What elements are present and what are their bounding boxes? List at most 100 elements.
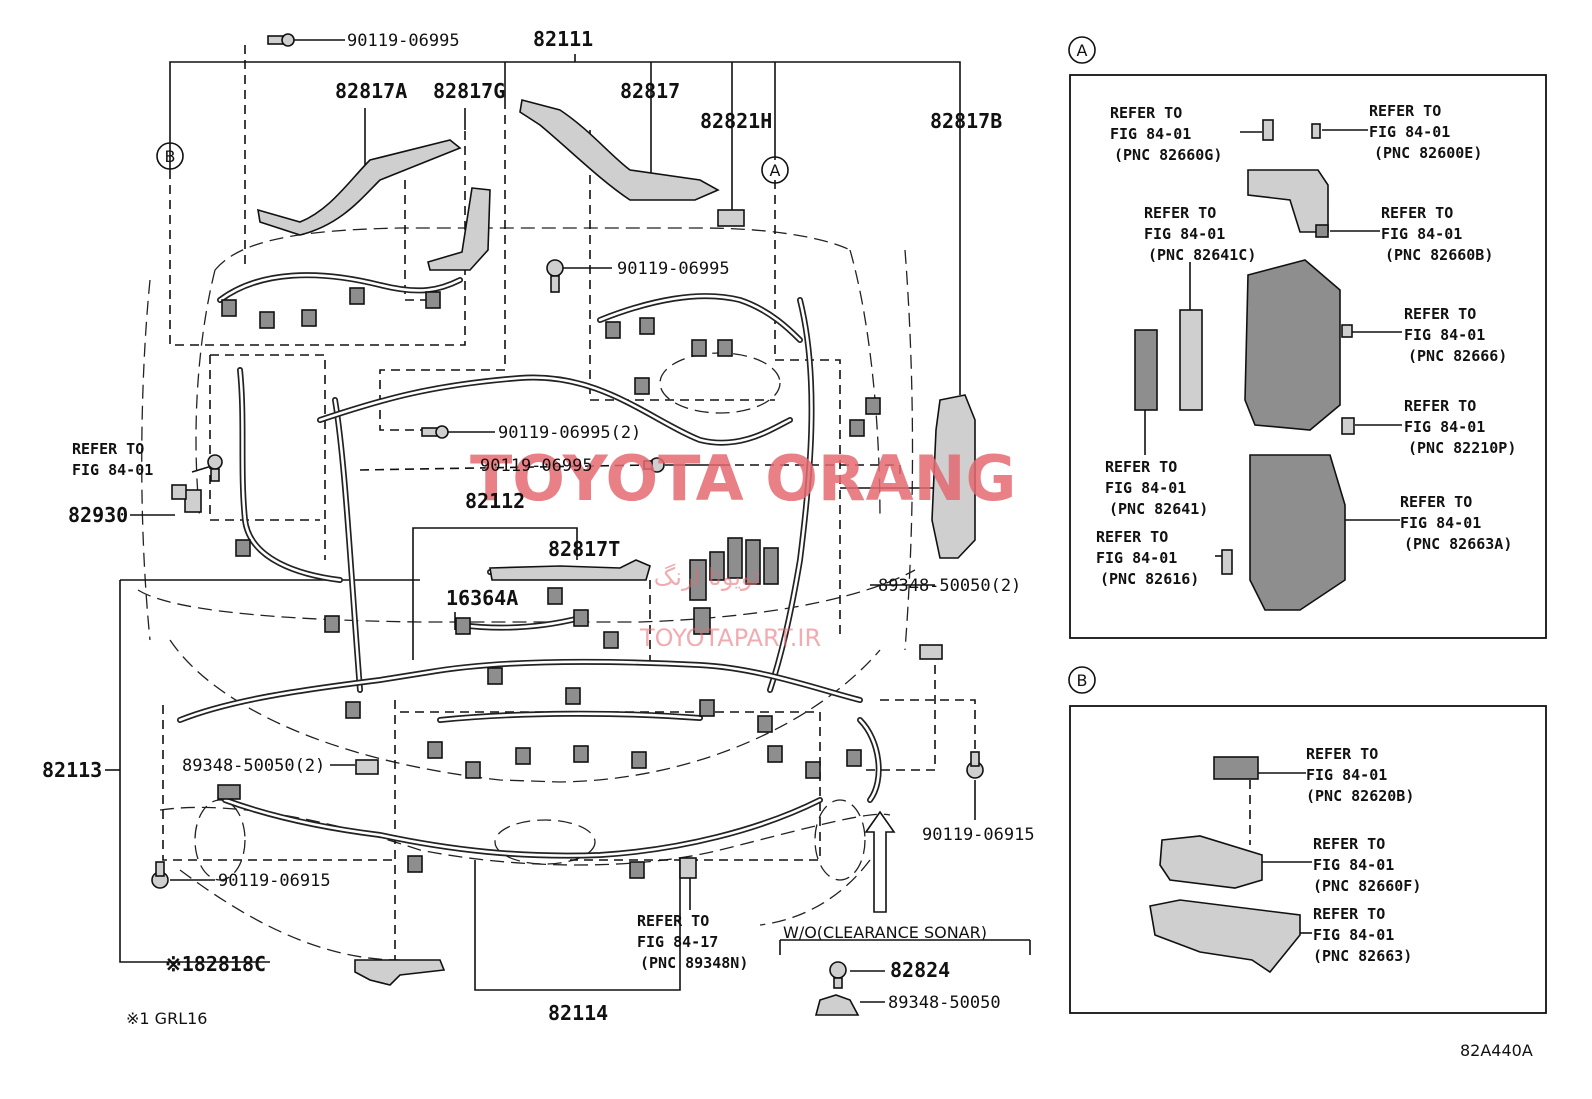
svg-text:(PNC 82666): (PNC 82666) (1408, 347, 1507, 365)
main-refer-left: REFER TO FIG 84-01 (72, 440, 153, 479)
part-label-82821H: 82821H (700, 109, 772, 133)
svg-text:89348-50050(2): 89348-50050(2) (878, 576, 1021, 596)
svg-text:REFER TO: REFER TO (637, 912, 709, 930)
svg-text:REFER TO: REFER TO (1404, 397, 1476, 415)
svg-text:89348-50050(2): 89348-50050(2) (182, 756, 325, 776)
svg-text:REFER TO: REFER TO (1313, 835, 1385, 853)
svg-text:90119-06915: 90119-06915 (218, 871, 331, 891)
inset-a-ref-82660B: REFER TO FIG 84-01 (PNC 82660B) (1381, 204, 1493, 264)
bolt-icon (966, 751, 984, 779)
svg-text:REFER TO: REFER TO (1400, 493, 1472, 511)
footnote: ※1 GRL16 (126, 1009, 207, 1028)
svg-text:FIG 84-01: FIG 84-01 (1313, 856, 1394, 874)
harness-protectors (171, 99, 976, 986)
svg-text:REFER TO: REFER TO (1096, 528, 1168, 546)
inset-a-ref-82641C: REFER TO FIG 84-01 (PNC 82641C) (1144, 204, 1256, 264)
part-label-82817T: 82817T (548, 537, 620, 561)
inset-a-ref-82210P: REFER TO FIG 84-01 (PNC 82210P) (1404, 397, 1516, 457)
part-label-82114: 82114 (548, 1001, 608, 1025)
svg-text:تویوتا ارنگ: تویوتا ارنگ (654, 563, 760, 591)
svg-text:REFER TO: REFER TO (1313, 905, 1385, 923)
fastener-labels: 90119-06995 90119-06995 90119-06995(2) 9… (182, 31, 1035, 1013)
svg-text:A: A (1077, 41, 1088, 60)
part-labels: 82111 82817A 82817G 82817 82821H 82817B … (42, 27, 1002, 1025)
svg-text:FIG 84-01: FIG 84-01 (1400, 514, 1481, 532)
svg-text:REFER TO: REFER TO (1144, 204, 1216, 222)
inset-a-ref-82600E: REFER TO FIG 84-01 (PNC 82600E) (1369, 102, 1482, 162)
bolt-icon (267, 33, 295, 47)
inset-b: B REFER TO FIG 84-01 (PNC 82620B) REFER TO… (1068, 666, 1547, 1014)
svg-text:FIG 84-01: FIG 84-01 (1096, 549, 1177, 567)
part-label-82817A: 82817A (335, 79, 407, 103)
svg-text:FIG 84-01: FIG 84-01 (1381, 225, 1462, 243)
callout-b: B (156, 142, 184, 170)
svg-text:B: B (1077, 671, 1088, 690)
svg-text:REFER TO: REFER TO (72, 440, 144, 458)
svg-text:(PNC 82616): (PNC 82616) (1100, 570, 1199, 588)
svg-text:FIG 84-01: FIG 84-01 (1306, 766, 1387, 784)
without-clearance-sonar-label: W/O(CLEARANCE SONAR) (783, 923, 987, 942)
svg-text:89348-50050: 89348-50050 (888, 993, 1001, 1013)
svg-text:FIG 84-01: FIG 84-01 (1144, 225, 1225, 243)
svg-text:(PNC 82660B): (PNC 82660B) (1385, 246, 1493, 264)
svg-text:TOYOTAPART.IR: TOYOTAPART.IR (639, 624, 821, 652)
part-label-82113: 82113 (42, 758, 102, 782)
svg-text:(PNC 82663A): (PNC 82663A) (1404, 535, 1512, 553)
svg-text:FIG 84-01: FIG 84-01 (1110, 125, 1191, 143)
svg-text:REFER TO: REFER TO (1369, 102, 1441, 120)
callout-a: A (761, 156, 789, 184)
svg-text:(PNC 82641): (PNC 82641) (1109, 500, 1208, 518)
inset-b-ref-82660F: REFER TO FIG 84-01 (PNC 82660F) (1313, 835, 1421, 895)
svg-text:FIG 84-01: FIG 84-01 (1369, 123, 1450, 141)
bolt-icon (643, 457, 665, 473)
svg-text:(PNC 89348N): (PNC 89348N) (640, 954, 748, 972)
svg-text:(PNC 82210P): (PNC 82210P) (1408, 439, 1516, 457)
part-label-16364A: 16364A (446, 586, 518, 610)
part-label-82112: 82112 (465, 489, 525, 513)
part-label-82817B: 82817B (930, 109, 1002, 133)
svg-text:(PNC 82620B): (PNC 82620B) (1306, 787, 1414, 805)
svg-text:90119-06995: 90119-06995 (617, 259, 730, 279)
bolt-icon (829, 961, 847, 989)
part-label-82817: 82817 (620, 79, 680, 103)
svg-text:90119-06915: 90119-06915 (922, 825, 1035, 845)
svg-text:REFER TO: REFER TO (1381, 204, 1453, 222)
inset-a-ref-82616: REFER TO FIG 84-01 (PNC 82616) (1096, 528, 1199, 588)
connector-blocks (217, 287, 881, 879)
svg-text:90119-06995: 90119-06995 (480, 456, 593, 476)
main-refer-bottom: REFER TO FIG 84-17 (PNC 89348N) (637, 912, 748, 972)
svg-text:(PNC 82660G): (PNC 82660G) (1114, 146, 1222, 164)
bracket-lines (105, 39, 1031, 1003)
svg-text:90119-06995(2): 90119-06995(2) (498, 423, 641, 443)
svg-text:TOYOTA ORANG: TOYOTA ORANG (470, 442, 1016, 515)
svg-text:B: B (165, 147, 176, 166)
inset-a: A REFER TO FIG 84-01 (PNC 82660G) REFER TO… (1068, 36, 1547, 639)
bolt-icon (151, 861, 169, 889)
svg-text:FIG 84-17: FIG 84-17 (637, 933, 718, 951)
svg-text:FIG 84-01: FIG 84-01 (1105, 479, 1186, 497)
part-label-82930: 82930 (68, 503, 128, 527)
part-label-82818C: ※182818C (165, 952, 266, 976)
part-label-82111: 82111 (533, 27, 593, 51)
svg-text:90119-06995: 90119-06995 (347, 31, 460, 51)
bolt-icon (207, 454, 223, 482)
svg-text:REFER TO: REFER TO (1404, 305, 1476, 323)
inset-a-ref-82663A: REFER TO FIG 84-01 (PNC 82663A) (1400, 493, 1512, 553)
svg-text:(PNC 82663): (PNC 82663) (1313, 947, 1412, 965)
svg-text:FIG 84-01: FIG 84-01 (1404, 418, 1485, 436)
svg-text:(PNC 82600E): (PNC 82600E) (1374, 144, 1482, 162)
bolts (151, 33, 984, 1016)
svg-text:(PNC 82641C): (PNC 82641C) (1148, 246, 1256, 264)
part-label-82817G: 82817G (433, 79, 505, 103)
figure-code: 82A440A (1460, 1041, 1533, 1060)
clip-icon (814, 994, 860, 1016)
svg-text:(PNC 82660F): (PNC 82660F) (1313, 877, 1421, 895)
watermark: TOYOTA ORANG تویوتا ارنگ TOYOTAPART.IR (470, 442, 1016, 652)
svg-text:A: A (770, 161, 781, 180)
